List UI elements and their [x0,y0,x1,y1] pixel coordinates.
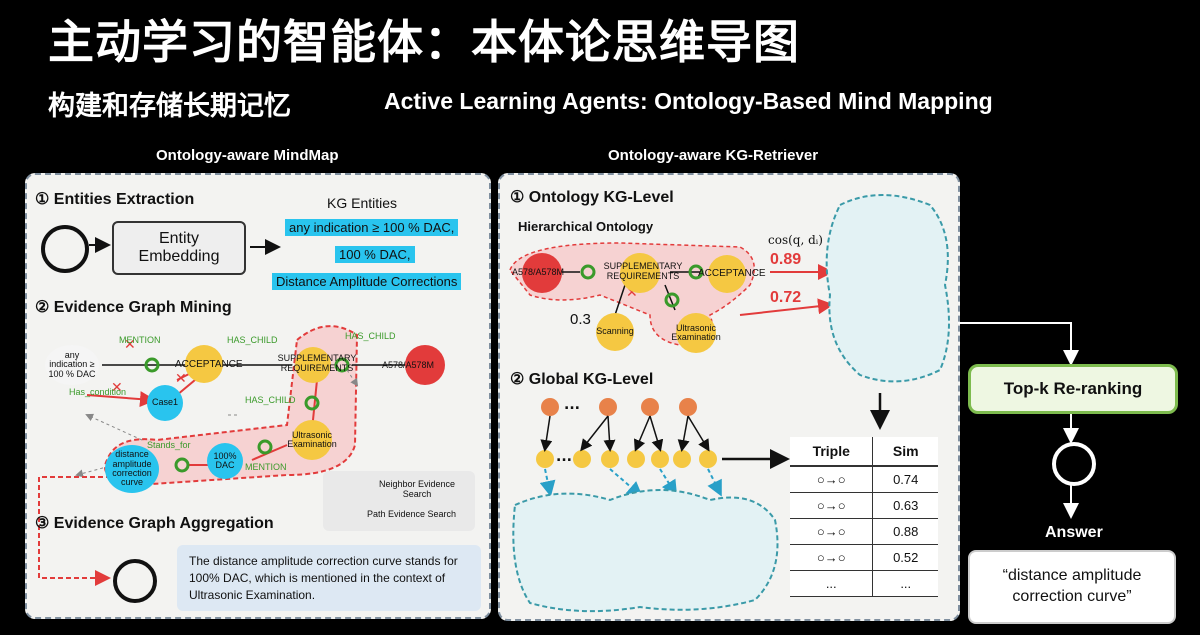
node-a578 [405,345,445,385]
svg-text:✕: ✕ [175,371,187,387]
cos-label: cos(q, dᵢ) [768,233,823,247]
subtitle-en: Active Learning Agents: Ontology-Based M… [384,88,993,114]
col-sim: Sim [872,437,938,467]
onto-node-acceptance-label: ACCEPTANCE [698,268,766,279]
svg-text:✕: ✕ [124,337,136,353]
edge-label-has-child: HAS_CHILD [227,335,278,345]
section-evidence-graph-mining: ② Evidence Graph Mining [35,299,232,316]
section-ontology-kg-level: ① Ontology KG-Level [510,189,674,206]
section-entities-extraction: ① Entities Extraction [35,191,195,208]
score-2: 0.72 [770,289,802,306]
ellipsis-top: ... [564,397,580,413]
right-panel-title: Ontology-aware KG-Retriever [608,147,819,164]
left-panel-title: Ontology-aware MindMap [156,147,339,164]
onto-node-a578 [522,253,562,293]
llm-logo-icon-2 [113,559,157,603]
triple-icon: ○→○ [790,518,874,545]
table-row: ○→○0.52 [790,544,938,571]
triple-icon: ○→○ [790,492,874,519]
mindmap-panel: ✕ ✕ ✕ ① Entities Extraction Entity Embed… [25,173,491,619]
llm-logo-icon [41,225,89,273]
node-supplementary-label: SUPPLEMENTARY REQUIREMENTS [277,353,357,373]
triple-icon: ○→○ [790,544,874,571]
node-100-dac: 100% DAC [207,443,243,479]
node-ultrasonic: Ultrasonic Examination [287,420,337,460]
legend-neighbor: Neighbor Evidence Search [378,479,456,499]
evidence-text: The distance amplitude correction curve … [177,545,481,611]
score-small: 0.3 [570,311,591,328]
onto-node-ultrasonic: Ultrasonic Examination [671,313,721,353]
kg-entity-3: Distance Amplitude Corrections [272,273,462,290]
answer-label: Answer [1045,524,1103,541]
node-indication: any indication ≥ 100 % DAC [45,345,99,385]
page-title: 主动学习的智能体：本体论思维导图 [48,15,800,69]
node-supplementary [295,347,331,383]
edge-label-stands-for: Stands_for [147,440,191,450]
onto-node-supp-label: SUPPLEMENTARY REQUIREMENTS [603,261,683,281]
svg-text:✕: ✕ [111,380,123,396]
edge-label-mention: MENTION [119,335,161,345]
section-evidence-aggregation: ③ Evidence Graph Aggregation [35,515,274,532]
hierarchical-ontology-title: Hierarchical Ontology [518,219,654,234]
llm-logo-icon-3 [1052,442,1096,486]
ellipsis-mid: ... [556,449,572,465]
onto-node-scanning: Scanning [596,313,634,351]
kg-entity-2: 100 % DAC, [335,246,415,263]
node-case: Case1 [147,385,183,421]
edge-label-mention-2: MENTION [245,462,287,472]
legend: Neighbor Evidence Search Path Evidence S… [323,471,475,531]
edge-label-has-condition: Has_condition [69,387,127,397]
flow-arrows [958,322,1079,519]
score-1: 0.89 [770,251,802,268]
kg-entity-1: any indication ≥ 100 % DAC, [285,219,459,236]
col-triple: Triple [790,437,874,467]
table-row: ...... [790,570,938,597]
node-acceptance [185,345,223,383]
answer-box: “distance amplitude correction curve” [968,550,1176,624]
node-a578-label: A578/A578M [382,360,435,370]
edge-label-has-child-2: HAS_CHILD [345,331,396,341]
svg-text:✕: ✕ [626,285,638,301]
top-k-reranking-box: Top-k Re-ranking [968,364,1178,414]
table-row: ○→○0.88 [790,518,938,545]
triple-icon: ○→○ [790,466,874,493]
node-dac-curve: distance amplitude correction curve [105,445,159,493]
onto-node-supp [620,253,660,293]
subtitle-cn: 构建和存储长期记忆 [48,91,291,122]
table-row: ○→○0.63 [790,492,938,519]
node-acceptance-label: ACCEPTANCE [175,359,243,370]
section-global-kg-level: ② Global KG-Level [510,371,654,388]
retriever-panel: ✕ ① Onto [498,173,960,621]
triple-sim-table: Triple Sim ○→○0.74 ○→○0.63 ○→○0.88 ○→○0.… [790,437,938,597]
onto-node-a578-label: A578/A578M [512,267,565,277]
edge-label-has-child-3: HAS_CHILD [245,395,296,405]
kg-entities-title: KG Entities [327,195,398,211]
entity-embedding-box: Entity Embedding [112,221,246,275]
legend-path: Path Evidence Search [367,509,457,519]
table-row: ○→○0.74 [790,466,938,493]
onto-node-acceptance [708,255,746,293]
